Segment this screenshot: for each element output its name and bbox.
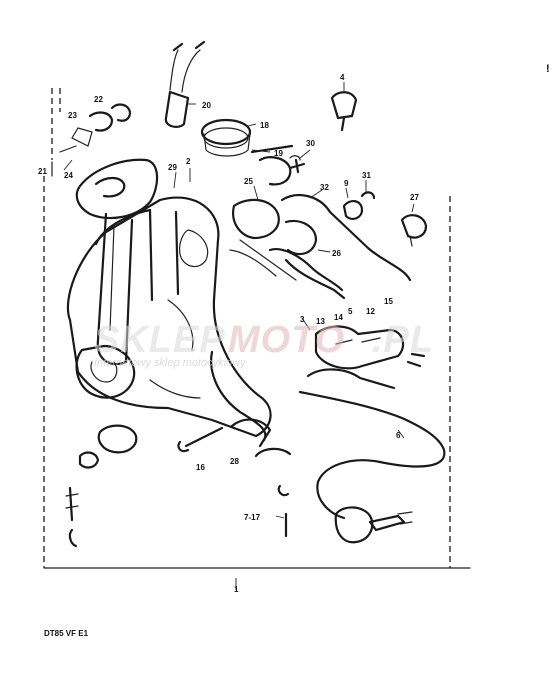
label-part-30: 30 (306, 139, 315, 148)
label-part-25: 25 (244, 177, 253, 186)
label-part-2: 2 (186, 157, 191, 166)
label-part-9: 9 (344, 179, 349, 188)
label-part-6: 6 (396, 431, 401, 440)
label-part-5: 5 (348, 307, 353, 316)
label-part-1: 1 (234, 585, 239, 594)
ring-part-18 (200, 118, 252, 157)
bracket-parts-22-23 (59, 103, 132, 153)
label-part-24: 24 (64, 171, 73, 180)
label-part-7-17: 7-17 (244, 513, 261, 522)
model-code: DT85 VF E1 (44, 629, 89, 638)
label-part-22: 22 (94, 95, 103, 104)
leader-lines (63, 82, 415, 590)
small-parts-9-31-27 (342, 191, 428, 247)
label-part-31: 31 (362, 171, 371, 180)
component-part-4 (330, 91, 358, 132)
label-part-21: 21 (38, 167, 47, 176)
left-lower-parts (65, 424, 138, 548)
switch-assembly (306, 325, 426, 390)
label-part-13: 13 (316, 317, 325, 326)
diagram-frame (43, 88, 471, 569)
label-part-18: 18 (260, 121, 269, 130)
lower-lever-28 (230, 418, 292, 458)
watermark-brand-left: SKLEP (94, 319, 226, 361)
label-part-19: 19 (274, 149, 283, 158)
watermark-brand-middle: MOTO (228, 319, 345, 361)
pins-7-17 (277, 484, 290, 538)
part-number-labels: 4 20 22 23 18 30 19 2 29 21 24 31 25 9 3… (38, 73, 419, 594)
label-part-16: 16 (196, 463, 205, 472)
cable-part-6 (298, 390, 446, 544)
label-part-32: 32 (320, 183, 329, 192)
corner-mark: ! (546, 63, 550, 75)
watermark: SKLEP MOTO .PL Internetowy sklep motocyk… (94, 319, 434, 369)
harness-connector-20 (164, 40, 206, 128)
watermark-subtitle: Internetowy sklep motocyklowy (94, 357, 247, 369)
watermark-brand-right: .PL (372, 319, 434, 361)
label-part-15: 15 (384, 297, 393, 306)
label-part-4: 4 (340, 73, 345, 82)
label-part-3: 3 (300, 315, 305, 324)
shift-mechanism (229, 156, 412, 300)
control-handle (75, 158, 159, 366)
label-part-29: 29 (168, 163, 177, 172)
remote-control-housing (66, 196, 272, 442)
label-part-28: 28 (230, 457, 239, 466)
label-part-26: 26 (332, 249, 341, 258)
label-part-27: 27 (410, 193, 419, 202)
label-part-23: 23 (68, 111, 77, 120)
label-part-12: 12 (366, 307, 375, 316)
label-part-20: 20 (202, 101, 211, 110)
bolt-part-16 (177, 426, 224, 453)
label-part-14: 14 (334, 313, 343, 322)
